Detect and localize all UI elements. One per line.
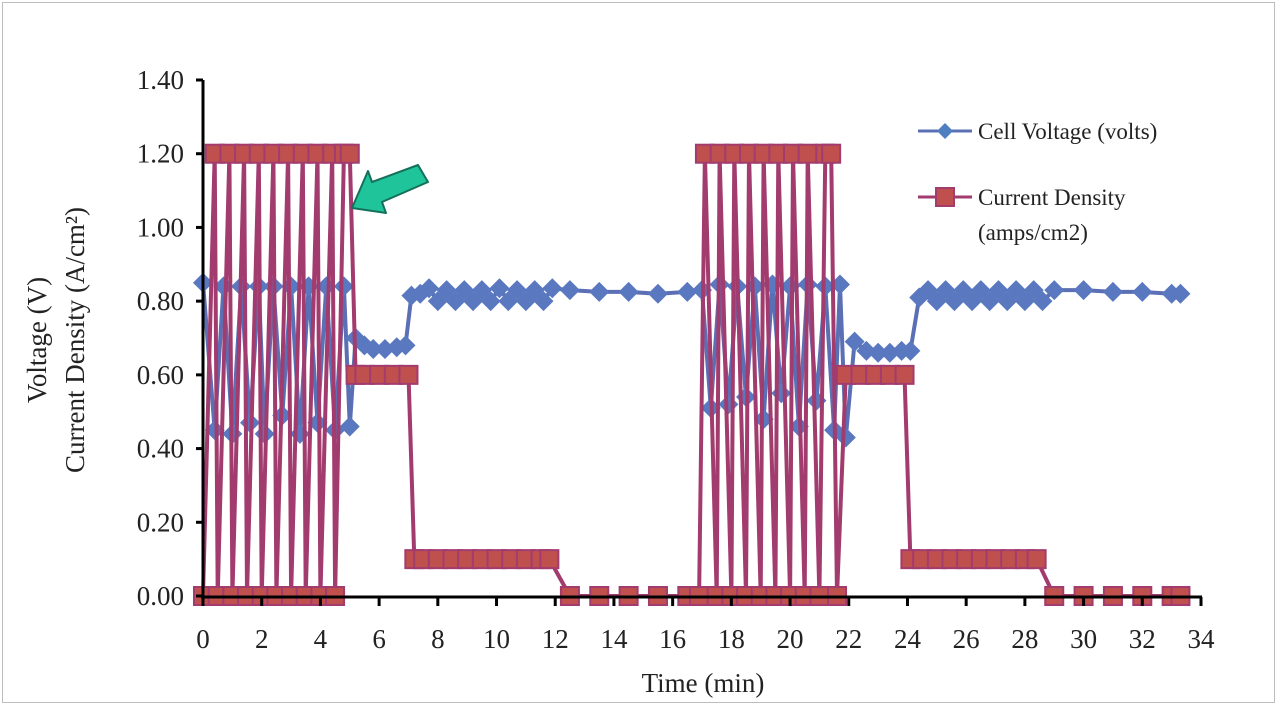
series-layer <box>193 143 1191 606</box>
y-tick-label: 0.00 <box>137 581 184 611</box>
diamond-marker <box>559 280 580 301</box>
x-tick-label: 8 <box>431 624 445 654</box>
diamond-marker <box>289 423 310 444</box>
diamond-marker <box>1073 280 1094 301</box>
y-axis-title-voltage: Voltage (V) <box>22 277 52 403</box>
diamond-marker <box>395 335 416 356</box>
annotation-arrow <box>351 164 429 214</box>
x-tick-label: 4 <box>314 624 328 654</box>
legend-item-cell-voltage: Cell Voltage (volts) <box>918 119 1157 144</box>
x-axis-title: Time (min) <box>642 668 765 698</box>
y-axis-title-current-density: Current Density (A/cm²) <box>60 207 90 473</box>
x-tick-label: 22 <box>835 624 862 654</box>
diamond-marker <box>480 291 501 312</box>
x-tick-label: 20 <box>777 624 804 654</box>
square-marker <box>797 143 818 164</box>
diamond-marker <box>844 331 865 352</box>
diamond-marker <box>333 276 354 297</box>
y-tick-label: 0.40 <box>137 434 184 464</box>
y-tick-label: 1.00 <box>137 212 184 242</box>
x-tick-label: 18 <box>718 624 745 654</box>
diamond-marker-icon <box>937 123 953 139</box>
diamond-marker <box>533 291 554 312</box>
y-tick-label: 0.80 <box>137 286 184 316</box>
diamond-marker <box>1102 281 1123 302</box>
x-tick-label: 32 <box>1129 624 1156 654</box>
diamond-marker <box>677 281 698 302</box>
diamond-marker <box>900 340 921 361</box>
x-tick-label: 14 <box>600 624 628 654</box>
arrow-icon <box>351 164 429 214</box>
diamond-marker <box>771 383 792 404</box>
x-tick-label: 10 <box>483 624 510 654</box>
diamond-marker <box>489 278 510 299</box>
x-tick-label: 12 <box>542 624 569 654</box>
y-tick-label: 1.40 <box>137 65 184 95</box>
diamond-marker <box>419 278 440 299</box>
legend-label-current-density: Current Density <box>978 185 1126 210</box>
y-tick-label: 0.60 <box>137 360 184 390</box>
y-tick-label: 0.20 <box>137 507 184 537</box>
legend-label-cell-voltage: Cell Voltage (volts) <box>978 119 1157 144</box>
diamond-marker <box>589 281 610 302</box>
legend-item-current-density: Current Density (amps/cm2) <box>918 185 1126 245</box>
square-marker <box>821 143 842 164</box>
diamond-marker <box>1044 280 1065 301</box>
diamond-marker <box>1032 291 1053 312</box>
diamond-marker <box>868 342 889 363</box>
square-marker <box>539 549 560 570</box>
diamond-marker <box>542 278 563 299</box>
diamond-marker <box>835 427 856 448</box>
x-tick-label: 0 <box>196 624 210 654</box>
x-tick-label: 24 <box>894 624 922 654</box>
x-tick-label: 2 <box>255 624 269 654</box>
square-marker-icon <box>935 187 955 207</box>
y-ticks: 0.00 0.20 0.40 0.60 0.80 1.00 1.20 1.40 <box>137 65 203 611</box>
square-marker <box>339 143 360 164</box>
series-cell-voltage <box>193 272 1191 448</box>
square-marker <box>894 364 915 385</box>
diamond-marker <box>363 339 384 360</box>
diamond-marker <box>647 283 668 304</box>
x-tick-label: 34 <box>1188 624 1216 654</box>
x-tick-label: 6 <box>372 624 386 654</box>
x-tick-label: 16 <box>659 624 686 654</box>
diamond-marker <box>1170 283 1191 304</box>
square-marker <box>398 364 419 385</box>
x-tick-label: 30 <box>1070 624 1097 654</box>
legend-label-current-density-unit: (amps/cm2) <box>978 220 1088 245</box>
diamond-marker <box>339 416 360 437</box>
diamond-marker <box>618 281 639 302</box>
diamond-marker <box>1132 281 1153 302</box>
legend: Cell Voltage (volts) Current Density (am… <box>918 119 1157 245</box>
square-marker <box>1026 549 1047 570</box>
y-tick-label: 1.20 <box>137 139 184 169</box>
x-tick-label: 28 <box>1011 624 1038 654</box>
series-current-density <box>193 143 1191 606</box>
x-tick-label: 26 <box>953 624 980 654</box>
axes <box>201 80 1202 599</box>
